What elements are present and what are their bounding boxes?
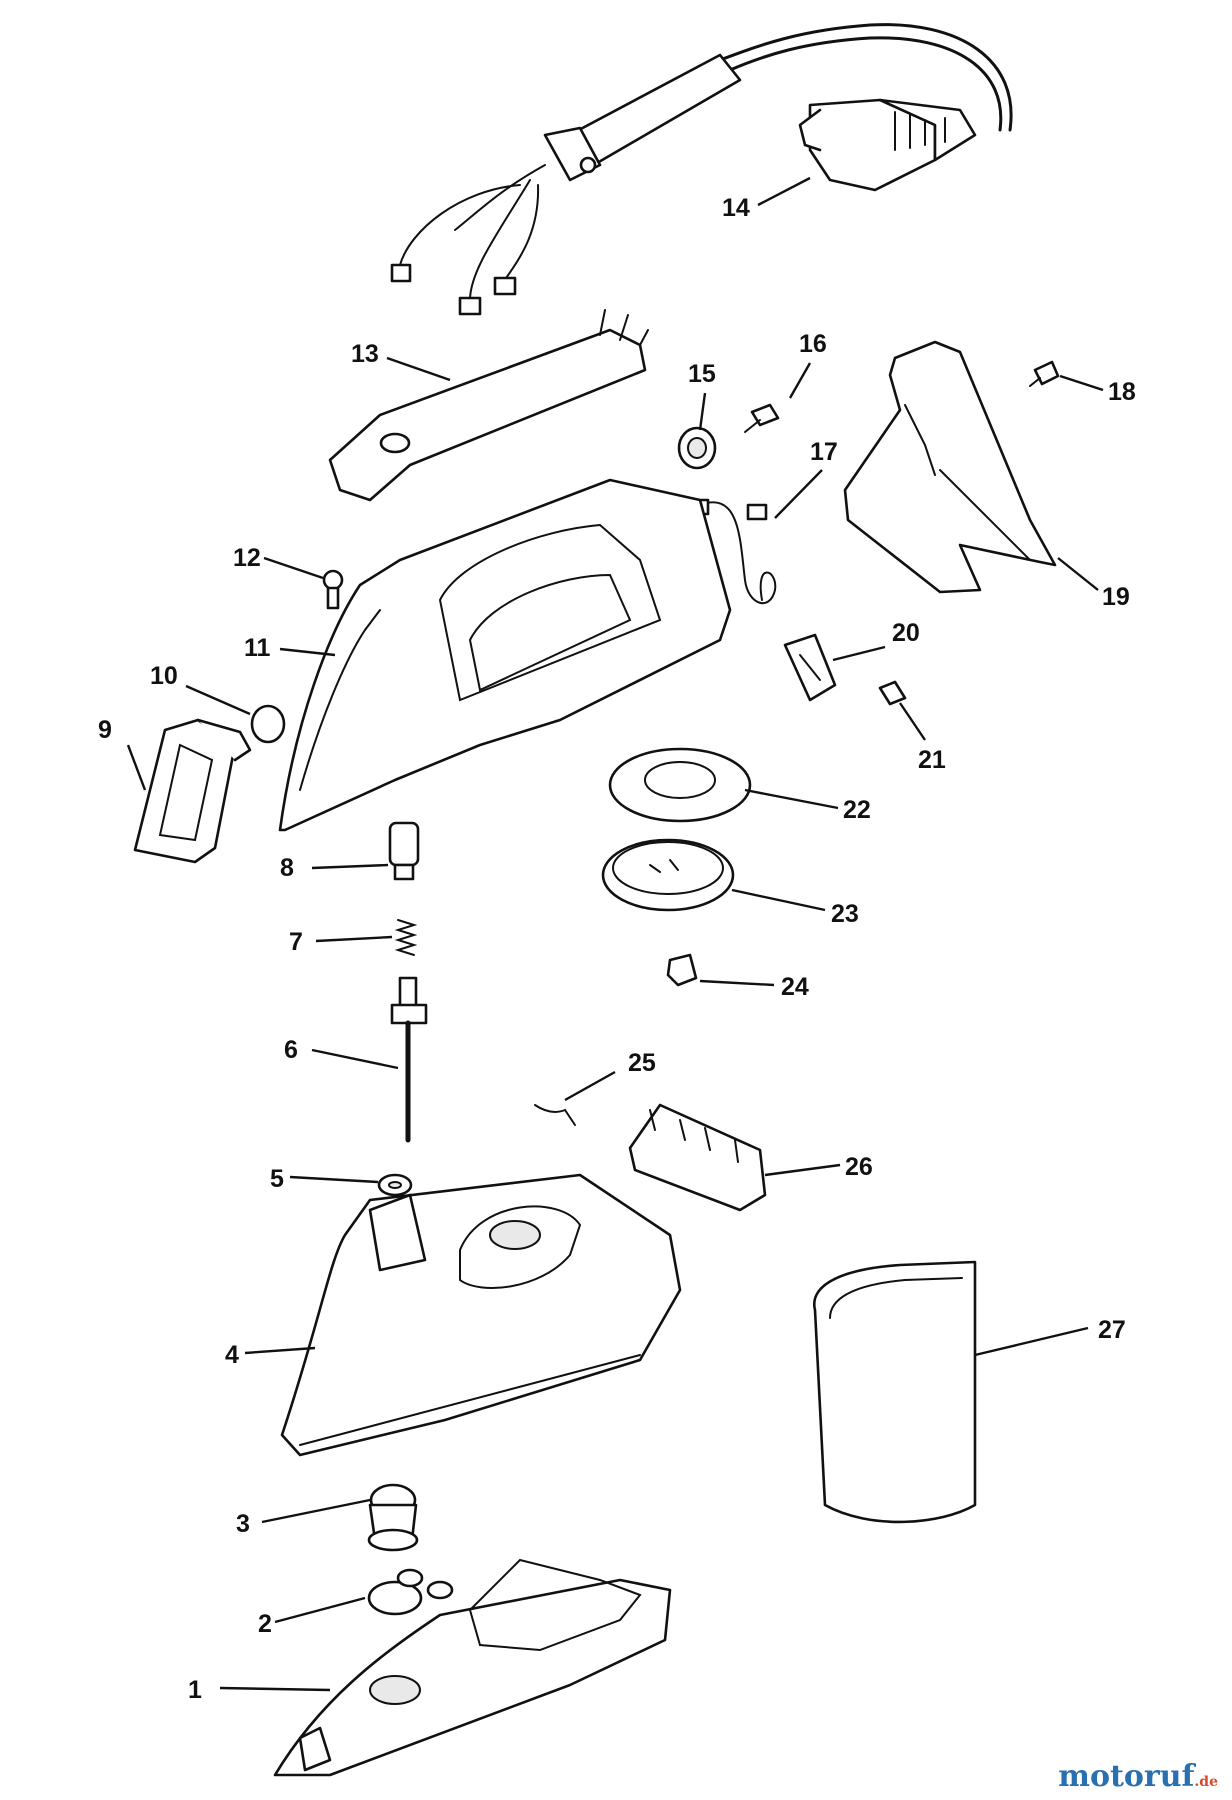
- callout-25: 25: [628, 1049, 656, 1077]
- callout-26: 26: [845, 1153, 873, 1181]
- callout-11: 11: [244, 634, 271, 662]
- callout-23: 23: [831, 900, 859, 928]
- washer: [377, 1173, 413, 1197]
- screw-18: [1029, 360, 1060, 387]
- callout-24: 24: [781, 973, 809, 1001]
- terminal-block: [628, 1103, 767, 1212]
- nut: [878, 680, 907, 706]
- temperature-knob: [677, 426, 717, 470]
- callout-7: 7: [289, 928, 303, 956]
- callout-20: 20: [892, 619, 920, 647]
- ring-10: [250, 704, 286, 744]
- callout-13: 13: [351, 340, 379, 368]
- callout-12: 12: [233, 544, 261, 572]
- callout-3: 3: [236, 1510, 250, 1538]
- callout-15: 15: [688, 360, 716, 388]
- valve: [367, 1483, 419, 1552]
- soleplate: [273, 1558, 672, 1777]
- clip-24: [666, 953, 698, 987]
- spring-wire: [534, 1104, 576, 1126]
- callout-22: 22: [843, 796, 871, 824]
- callout-4: 4: [225, 1341, 239, 1369]
- callout-19: 19: [1102, 583, 1130, 611]
- callout-18: 18: [1108, 378, 1136, 406]
- callout-2: 2: [258, 1610, 272, 1638]
- callout-5: 5: [270, 1165, 284, 1193]
- watermark-suffix: .de: [1194, 1774, 1218, 1790]
- callout-9: 9: [98, 716, 112, 744]
- screw-16: [744, 403, 780, 433]
- callout-1: 1: [188, 1676, 202, 1704]
- callout-21: 21: [918, 746, 946, 774]
- spray-button: [388, 821, 420, 881]
- power-cord: [390, 23, 1013, 316]
- callout-17: 17: [810, 438, 838, 466]
- water-tank-body: [280, 1173, 682, 1457]
- gasket-rings: [367, 1568, 454, 1616]
- leader-lines: [126, 176, 1104, 1692]
- control-disc: [601, 838, 735, 912]
- callout-27: 27: [1098, 1316, 1126, 1344]
- switch: [783, 633, 837, 702]
- spray-nozzle: [133, 718, 252, 864]
- callout-6: 6: [284, 1036, 298, 1064]
- water-reservoir: [812, 1260, 977, 1524]
- callout-8: 8: [280, 854, 294, 882]
- callout-14: 14: [722, 194, 750, 222]
- rear-cover: [843, 340, 1057, 594]
- pump-rod: [390, 976, 428, 1143]
- callout-10: 10: [150, 662, 178, 690]
- dial-plate: [608, 747, 752, 823]
- plug: [798, 98, 977, 192]
- screw-12: [322, 569, 344, 610]
- handle-cover: [328, 309, 649, 502]
- watermark-logo: motoruf.de: [1058, 1759, 1218, 1794]
- callout-16: 16: [799, 330, 827, 358]
- callout-labels: 1 2 3 4 5 6 7 8 9 10 11 12 13 14 15 16 1…: [98, 194, 1136, 1704]
- spring: [394, 919, 418, 956]
- watermark-text: motoruf: [1058, 1759, 1195, 1794]
- main-housing: [278, 478, 732, 832]
